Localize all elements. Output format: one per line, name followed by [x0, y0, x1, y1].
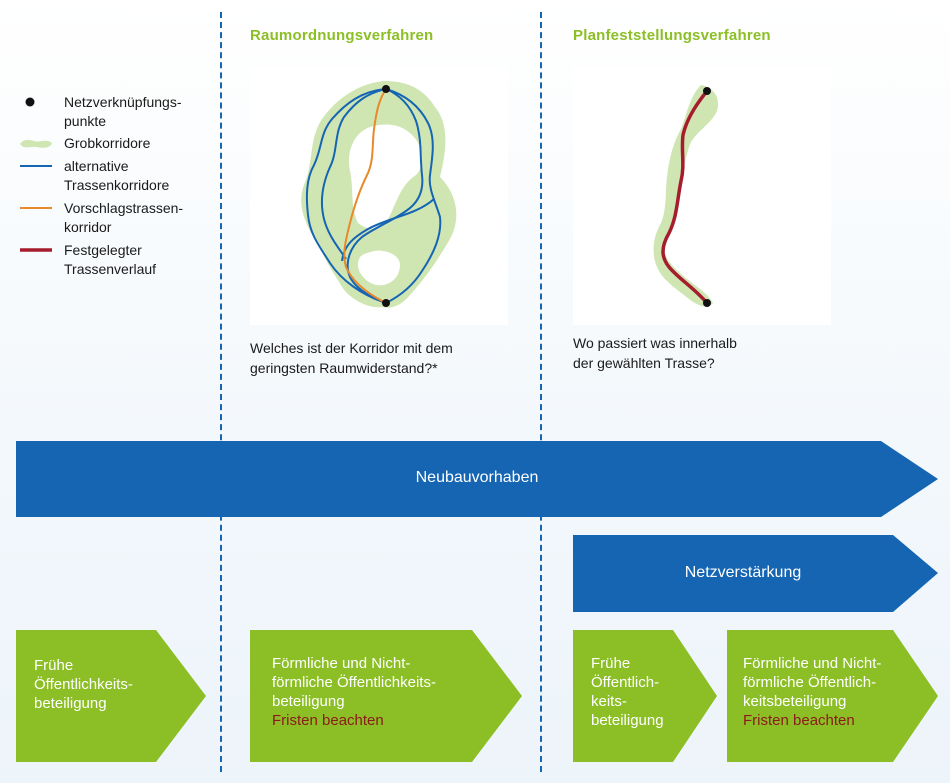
route-map-planfeststellung: [573, 67, 831, 325]
red-line-icon: [18, 241, 54, 260]
question-raumordnung: Welches ist der Korridor mit dem gerings…: [250, 340, 453, 376]
netzverknuepfungspunkt-bottom: [382, 299, 390, 307]
legend-label: Netzverknüpfungs- punkte: [64, 94, 182, 129]
green-blob-icon: [18, 134, 54, 153]
step-text-main: Förmliche und Nicht- förmliche Öffentlic…: [272, 655, 436, 710]
phase-divider-left: [220, 12, 222, 772]
phase-divider-right: [540, 12, 542, 772]
vorschlagstrassenkorridor: [343, 88, 387, 304]
step-text-main: Förmliche und Nicht- förmliche Öffentlic…: [743, 655, 882, 710]
alternative-trassenkorridor: [321, 88, 387, 260]
step-text: Frühe Öffentlichkeits- beteiligung: [34, 657, 133, 712]
step-foermliche-beteiligung-planfeststellung: Förmliche und Nicht- förmliche Öffentlic…: [727, 630, 938, 762]
alternative-trassenkorridor: [341, 198, 435, 262]
blue-line-icon: [18, 157, 54, 176]
question-planfeststellung: Wo passiert was innerhalb der gewählten …: [573, 335, 737, 371]
step-text: Förmliche und Nicht- förmliche Öffentlic…: [272, 654, 512, 730]
festgelegter-trassenverlauf: [661, 89, 709, 305]
fristen-beachten-note: Fristen beachten: [743, 712, 855, 729]
step-text: Förmliche und Nicht- förmliche Öffentlic…: [743, 654, 933, 730]
dot-icon: [18, 93, 54, 112]
phase-title-raumordnung: Raumordnungsverfahren: [250, 27, 434, 44]
legend-label: Festgelegter Trassenverlauf: [64, 242, 157, 277]
neubauvorhaben-label: Neubauvorhaben: [415, 469, 539, 486]
netzverknuepfungspunkt-top: [382, 85, 390, 93]
netzverstaerkung-label: Netzverstärkung: [684, 564, 802, 581]
grobkorridor-area: [653, 85, 719, 307]
fristen-beachten-note: Fristen beachten: [272, 712, 384, 729]
step-fruehe-beteiligung-planfeststellung: Frühe Öffentlich- keits- beteiligung: [573, 630, 717, 762]
alternative-trassenkorridor: [346, 88, 424, 304]
legend-label: Vorschlagstrassen- korridor: [64, 200, 184, 235]
legend-label: Grobkorridore: [64, 135, 151, 151]
step-text: Frühe Öffentlich- keits- beteiligung: [591, 655, 664, 729]
phase-title-planfeststellung: Planfeststellungsverfahren: [573, 27, 771, 44]
netzverstaerkung-arrow: Netzverstärkung: [573, 535, 938, 612]
netzverknuepfungspunkt-bottom: [703, 299, 711, 307]
orange-line-icon: [18, 199, 54, 218]
step-foermliche-beteiligung-raumordnung: Förmliche und Nicht- förmliche Öffentlic…: [250, 630, 522, 762]
step-fruehe-beteiligung-raumordnung: Frühe Öffentlichkeits- beteiligung: [16, 630, 206, 762]
alternative-trassenkorridor: [305, 88, 387, 304]
alternative-trassenkorridor: [385, 88, 442, 304]
corridor-map-raumordnung: [250, 67, 508, 325]
netzverknuepfungspunkt-top: [703, 87, 711, 95]
neubauvorhaben-arrow: Neubauvorhaben: [16, 441, 938, 517]
legend-label: alternative Trassenkorridore: [64, 158, 170, 193]
